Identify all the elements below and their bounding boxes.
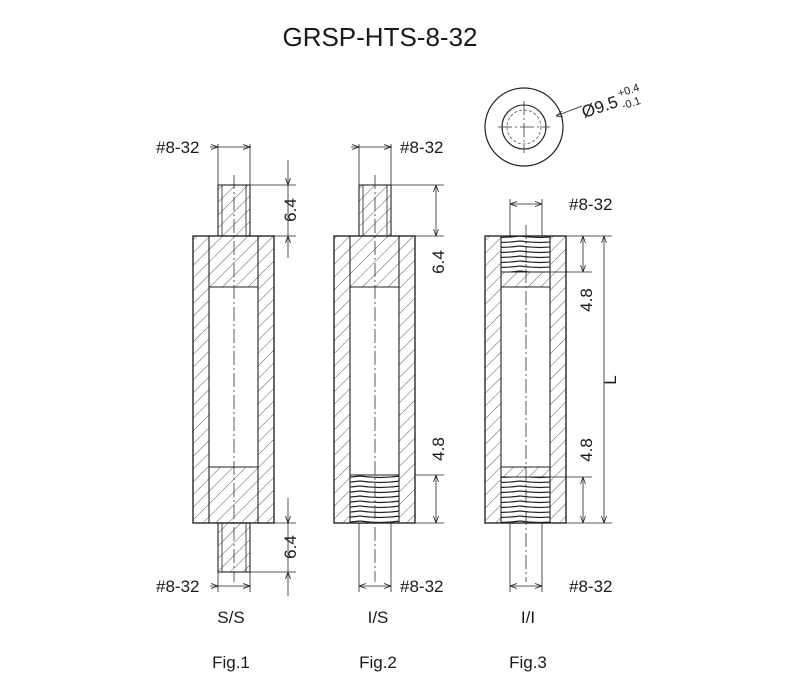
fig3-dim-thread-depth-top: 4.8 [577,288,596,312]
fig1-standoff-ss [192,144,296,596]
fig1-thread-label-bottom: #8-32 [156,577,199,596]
end-view [484,87,583,167]
fig1-thread-label-top: #8-32 [156,138,199,157]
fig1-type-label: S/S [217,608,244,627]
fig3-caption: Fig.3 [509,653,547,672]
fig2-thread-label-top: #8-32 [400,138,443,157]
fig3-standoff-ii [484,199,612,592]
fig3-dim-length: L [601,375,620,384]
fig3-thread-label-bottom: #8-32 [569,577,612,596]
fig2-type-label: I/S [368,608,389,627]
diameter-callout: Ø9.5 +0.4 -0.1 [579,82,642,122]
fig1-dim-top-stud: 6.4 [281,198,300,222]
fig3-dim-thread-depth-bottom: 4.8 [577,438,596,462]
fig2-caption: Fig.2 [359,653,397,672]
fig1-dim-bottom-stud: 6.4 [281,535,300,559]
fig2-standoff-is [333,144,444,592]
fig2-dim-stud: 6.4 [429,250,448,274]
fig2-dim-thread-depth: 4.8 [429,437,448,461]
fig3-thread-label-top: #8-32 [569,195,612,214]
drawing-title: GRSP-HTS-8-32 [282,22,477,52]
fig2-thread-label-bottom: #8-32 [400,577,443,596]
fig1-caption: Fig.1 [212,653,250,672]
diameter-value: Ø9.5 [579,92,620,121]
fig3-type-label: I/I [521,608,535,627]
diameter-tol-lower: -0.1 [620,95,642,112]
